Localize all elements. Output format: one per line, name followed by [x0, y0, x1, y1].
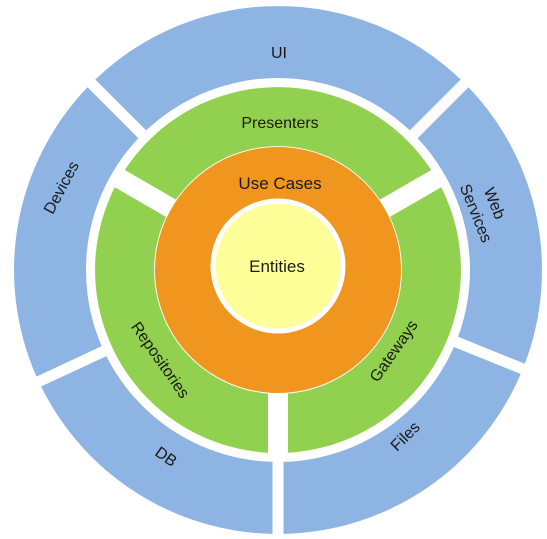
label-entities: Entities	[249, 257, 305, 276]
label-ui: UI	[271, 45, 287, 62]
label-presenters: Presenters	[241, 115, 318, 132]
entities-core	[210, 198, 346, 334]
ring-segment-gateways	[288, 187, 461, 453]
label-use-cases: Use Cases	[238, 174, 321, 193]
ring-segment-presenters	[124, 87, 432, 200]
outer-ring	[14, 6, 542, 534]
ring-segment-web-services	[417, 87, 542, 364]
ring-segment-db	[41, 356, 273, 534]
ring-segment-files	[283, 347, 521, 534]
ring-segment-devices	[14, 87, 139, 377]
middle-ring	[95, 87, 461, 453]
ring-segment-ui	[95, 6, 461, 131]
ring-segment-repositories	[95, 187, 269, 453]
